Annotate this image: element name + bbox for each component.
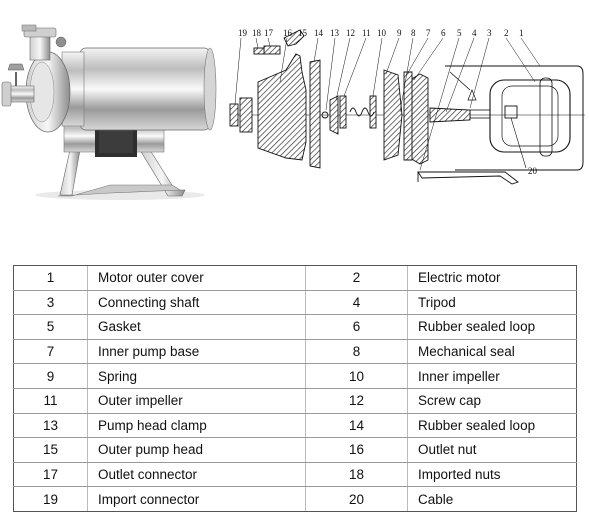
callout-13: 13: [330, 28, 340, 38]
callout-4: 4: [472, 28, 477, 38]
table-row: 15 Outer pump head 16 Outlet nut: [13, 437, 577, 463]
part-number: 20: [305, 486, 408, 512]
part-name: Connecting shaft: [87, 289, 306, 316]
part-number: 4: [305, 289, 408, 316]
callout-6: 6: [441, 28, 446, 38]
part-number: 1: [13, 265, 88, 291]
part-name: Inner impeller: [407, 363, 577, 389]
part-name: Inner pump base: [87, 338, 306, 365]
callout-17: 17: [264, 28, 274, 38]
callout-16: 16: [283, 28, 293, 38]
callout-7: 7: [426, 28, 431, 38]
part-number: 2: [305, 265, 408, 291]
part-number: 7: [13, 338, 88, 365]
pump-figure: 19 18 17 16 15 14 13 12 11 10 9 8 7 6 5 …: [1, 24, 585, 200]
part-number: 6: [305, 314, 408, 340]
part-number: 13: [13, 412, 88, 439]
callout-labels: 19 18 17 16 15 14 13 12 11 10 9 8 7 6 5 …: [234, 28, 541, 176]
part-number: 11: [13, 387, 88, 414]
part-name: Pump head clamp: [87, 412, 306, 439]
part-name: Screw cap: [407, 387, 577, 414]
callout-3: 3: [487, 28, 492, 38]
part-number: 16: [305, 437, 408, 463]
callout-5: 5: [457, 28, 462, 38]
callout-12: 12: [346, 28, 355, 38]
part-name: Rubber sealed loop: [407, 412, 577, 439]
part-name: Gasket: [87, 314, 306, 340]
table-row: 9 Spring 10 Inner impeller: [13, 363, 577, 389]
part-name: Spring: [87, 363, 306, 389]
part-name: Tripod: [407, 289, 577, 316]
callout-9: 9: [397, 28, 402, 38]
part-number: 9: [13, 363, 88, 389]
table-row: 5 Gasket 6 Rubber sealed loop: [13, 314, 577, 340]
part-name: Outlet nut: [407, 437, 577, 463]
part-name: Electric motor: [407, 265, 577, 291]
callout-11: 11: [362, 28, 371, 38]
part-name: Motor outer cover: [87, 265, 306, 291]
part-number: 14: [305, 412, 408, 439]
part-number: 15: [13, 437, 88, 463]
exploded-drawing: [229, 29, 585, 185]
callout-8: 8: [411, 28, 416, 38]
part-name: Imported nuts: [407, 461, 577, 488]
callout-18: 18: [252, 28, 262, 38]
part-number: 10: [305, 363, 408, 389]
callout-19: 19: [238, 28, 248, 38]
parts-table: 1 Motor outer cover 2 Electric motor 3 C…: [13, 265, 577, 512]
table-row: 1 Motor outer cover 2 Electric motor: [13, 265, 577, 291]
part-number: 18: [305, 461, 408, 488]
table-row: 11 Outer impeller 12 Screw cap: [13, 387, 577, 414]
part-number: 5: [13, 314, 88, 340]
table-row: 13 Pump head clamp 14 Rubber sealed loop: [13, 412, 577, 439]
part-name: Rubber sealed loop: [407, 314, 577, 340]
part-number: 8: [305, 338, 408, 365]
part-name: Outlet connector: [87, 461, 306, 488]
callout-15: 15: [298, 28, 308, 38]
part-number: 3: [13, 289, 88, 316]
callout-1: 1: [519, 28, 524, 38]
callout-2: 2: [504, 28, 509, 38]
part-name: Outer impeller: [87, 387, 306, 414]
table-row: 7 Inner pump base 8 Mechanical seal: [13, 338, 577, 365]
pump-photo: [1, 24, 217, 200]
part-name: Mechanical seal: [407, 338, 577, 365]
part-name: Outer pump head: [87, 437, 306, 463]
part-number: 12: [305, 387, 408, 414]
table-row: 17 Outlet connector 18 Imported nuts: [13, 461, 577, 488]
callout-20: 20: [528, 166, 538, 176]
table-row: 19 Import connector 20 Cable: [13, 486, 577, 512]
part-number: 19: [13, 486, 88, 512]
part-name: Cable: [407, 486, 577, 512]
table-row: 3 Connecting shaft 4 Tripod: [13, 289, 577, 316]
callout-10: 10: [377, 28, 387, 38]
part-name: Import connector: [87, 486, 306, 512]
callout-14: 14: [314, 28, 324, 38]
part-number: 17: [13, 461, 88, 488]
